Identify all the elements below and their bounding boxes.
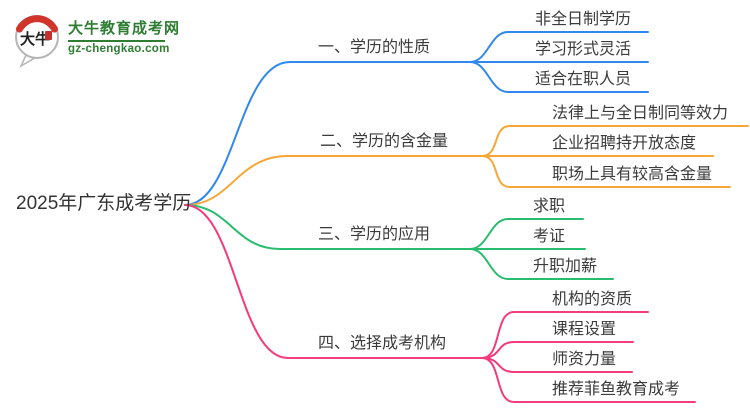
red-seal — [45, 31, 52, 40]
branch-1-child-1-line — [469, 31, 649, 63]
branch-2-child-1: 法律上与全日制同等效力 — [552, 105, 729, 122]
branch-2-label: 二、学历的含金量 — [320, 133, 449, 150]
branch-4-label: 四、选择成考机构 — [318, 335, 447, 352]
logo-separator — [68, 40, 165, 42]
branch-1-child-3: 适合在职人员 — [535, 71, 632, 88]
branch-3-label: 三、学历的应用 — [318, 226, 431, 243]
branch-1-label: 一、学历的性质 — [318, 39, 431, 56]
branch-3-lines — [184, 204, 614, 280]
branch-1-child-2: 学习形式灵活 — [535, 41, 632, 58]
root-node: 2025年广东成考学历 — [16, 193, 192, 214]
logo-domain: gz-chengkao.com — [68, 43, 170, 55]
branch-4-child-1-line — [481, 311, 649, 359]
red-hat-arc — [16, 15, 58, 33]
branch-2-child-2: 企业招聘持开放态度 — [552, 135, 697, 152]
branch-4-trunk-line — [184, 204, 483, 359]
site-logo: 大牛 大牛教育成考网 gz-chengkao.com — [12, 12, 180, 68]
branch-3-trunk-line — [184, 204, 586, 250]
branch-4-child-3: 师资力量 — [552, 351, 617, 368]
branch-2-child-1-line — [481, 125, 749, 157]
logo-text-block: 大牛教育成考网 gz-chengkao.com — [68, 12, 180, 56]
branch-1-lines — [184, 31, 649, 206]
branch-4-child-1: 机构的资质 — [552, 291, 633, 308]
bull-speech-bubble-icon: 大牛 — [15, 15, 59, 68]
branch-3-child-2: 考证 — [533, 228, 566, 245]
branch-4-child-4: 推荐菲鱼教育成考 — [552, 381, 681, 398]
branch-3-child-3: 升职加薪 — [533, 258, 598, 275]
logo-icon-text: 大牛 — [20, 30, 50, 48]
branch-3-child-1-line — [469, 218, 584, 250]
branch-4-child-2: 课程设置 — [552, 321, 617, 338]
branch-2-child-3: 职场上具有较高含金量 — [552, 166, 713, 183]
branch-2-trunk-line — [184, 155, 714, 206]
branch-1-child-1: 非全日制学历 — [535, 11, 632, 28]
branch-4-child-4-line — [481, 357, 696, 403]
branch-1-trunk-line — [184, 61, 649, 206]
branch-2-child-3-line — [481, 155, 731, 188]
branch-3-child-1: 求职 — [533, 198, 566, 215]
branch-1-child-3-line — [469, 61, 649, 93]
branch-4-lines — [184, 204, 696, 403]
branch-3-child-3-line — [469, 248, 614, 280]
branch-2-lines — [184, 125, 749, 206]
logo-title: 大牛教育成考网 — [68, 20, 181, 37]
